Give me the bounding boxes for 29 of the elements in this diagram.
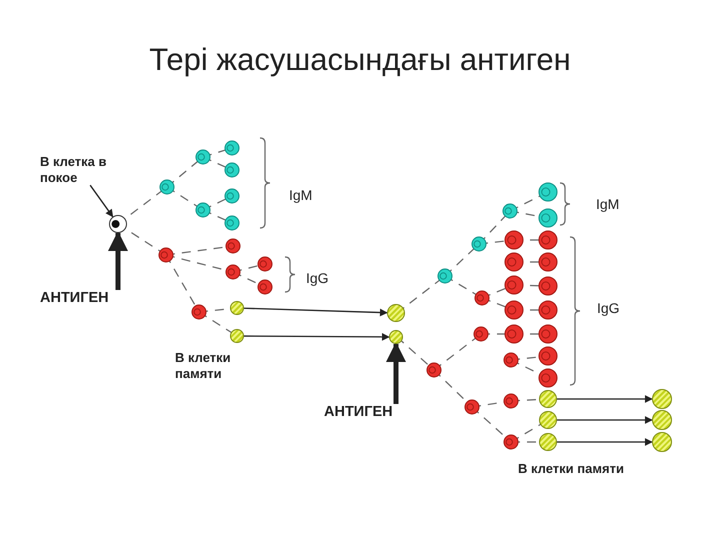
arrow xyxy=(244,308,388,316)
arrow xyxy=(557,395,653,403)
antibody-label: IgG xyxy=(306,270,329,286)
cell-label: В клетки памяти xyxy=(518,461,678,477)
memory-cell xyxy=(652,432,672,452)
arrow xyxy=(557,438,653,446)
title: Тері жасушасындағы антиген xyxy=(148,42,572,78)
antigen-arrow xyxy=(108,231,128,290)
antigen-arrow xyxy=(386,342,406,404)
memory-cell xyxy=(230,329,244,343)
cell-label: В клетка в покое xyxy=(40,154,118,186)
antibody-label: IgM xyxy=(289,187,312,203)
memory-cell xyxy=(539,390,557,408)
cell-label: В клетки памяти xyxy=(175,350,265,382)
memory-cell xyxy=(652,389,672,409)
memory-cell xyxy=(230,301,244,315)
memory-cell xyxy=(387,304,405,322)
antigen-label: АНТИГЕН xyxy=(324,404,424,420)
resting-cell xyxy=(109,215,127,233)
memory-cell xyxy=(652,410,672,430)
arrow xyxy=(244,333,390,341)
memory-cell xyxy=(539,411,557,429)
arrow xyxy=(557,416,653,424)
antibody-label: IgM xyxy=(596,196,620,212)
arrow xyxy=(90,184,114,218)
memory-cell xyxy=(389,330,403,344)
antigen-label: АНТИГЕН xyxy=(40,290,150,306)
memory-cell xyxy=(539,433,557,451)
antibody-label: IgG xyxy=(597,300,620,316)
